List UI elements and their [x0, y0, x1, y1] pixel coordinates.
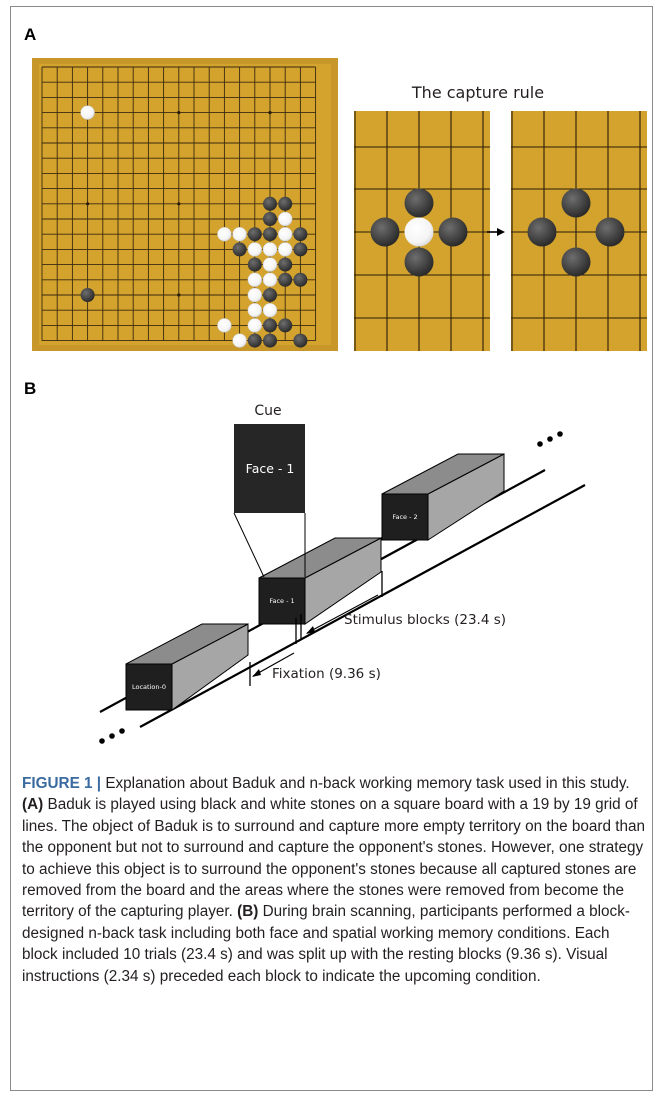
ellipsis-end-icon [537, 431, 563, 447]
white-stone [262, 303, 278, 318]
star-point [268, 111, 272, 115]
caption-intro: Explanation about Baduk and n-back worki… [101, 775, 630, 792]
white-stone [262, 242, 278, 257]
capture-after-stones [527, 188, 625, 277]
white-stone [80, 105, 95, 120]
white-stone [232, 333, 247, 348]
go-board [32, 58, 338, 351]
capture-rule-before [354, 111, 490, 351]
black-stone [263, 288, 277, 302]
black-stone [561, 188, 591, 218]
white-stone [247, 242, 263, 257]
panel-a-label: A [24, 25, 36, 44]
white-stone [262, 272, 278, 287]
block-face-1: Face - 1 [258, 537, 382, 625]
black-stone [278, 318, 293, 333]
white-stone [247, 318, 263, 333]
black-stone [278, 257, 293, 272]
black-stone [263, 318, 277, 333]
black-stone [263, 333, 277, 348]
cue-callout: Cue Face - 1 [233, 403, 306, 578]
star-point [86, 202, 90, 206]
black-stone [232, 242, 247, 257]
white-stone [217, 226, 232, 242]
black-stone [438, 217, 468, 247]
fixation-label: Fixation (9.36 s) [272, 666, 381, 682]
white-stone [262, 257, 278, 272]
white-stone [278, 211, 293, 227]
black-stone [370, 217, 400, 247]
star-point [177, 111, 181, 115]
black-stone [247, 333, 262, 348]
black-stone [263, 196, 277, 211]
caption-head: FIGURE 1 | [22, 775, 102, 792]
block-label-location-0: Location-0 [132, 683, 166, 691]
caption-a-label: (A) [22, 796, 44, 814]
white-stone [278, 242, 293, 257]
caption-b-label: (B) [237, 903, 259, 921]
block-label-face-2: Face - 2 [392, 513, 417, 521]
star-point [177, 293, 181, 297]
white-stone [232, 226, 247, 242]
ellipsis-start-icon [99, 728, 125, 744]
panel-b-label: B [24, 379, 36, 398]
black-stone [278, 196, 293, 211]
block-face-2: Face - 2 [381, 453, 505, 541]
black-stone [263, 212, 277, 226]
black-stone [80, 288, 95, 302]
white-stone [278, 226, 293, 242]
black-stone [404, 247, 434, 277]
white-stone [247, 303, 263, 318]
figure-caption: FIGURE 1 | Explanation about Baduk and n… [22, 773, 646, 987]
figure-frame [10, 6, 653, 1091]
capture-before-stones [370, 188, 468, 277]
black-stone [293, 242, 308, 257]
black-stone [404, 188, 434, 218]
black-stone [293, 227, 308, 242]
block-location-0: Location-0 [125, 623, 249, 711]
caption-a-text: Baduk is played using black and white st… [22, 796, 645, 921]
black-stone [293, 333, 308, 348]
cue-text: Face - 1 [246, 461, 295, 476]
interval-markers [249, 571, 383, 686]
capture-arrow-icon [487, 228, 505, 236]
stimulus-interval-arrow: Stimulus blocks (23.4 s) [306, 594, 506, 634]
black-stone [263, 227, 277, 242]
black-stone [247, 227, 262, 242]
block-label-face-1: Face - 1 [269, 597, 294, 605]
board-stones [80, 105, 308, 348]
black-stone [527, 217, 557, 247]
caption-b-text: During brain scanning, participants perf… [22, 903, 630, 985]
capture-rule-title: The capture rule [411, 83, 544, 102]
capture-rule-after [511, 111, 647, 351]
black-stone [278, 272, 293, 287]
star-point [177, 202, 181, 206]
white-stone [247, 272, 263, 287]
stimulus-label: Stimulus blocks (23.4 s) [344, 612, 506, 628]
black-stone [247, 257, 262, 272]
cue-title: Cue [254, 403, 281, 419]
black-stone [561, 247, 591, 277]
white-stone [247, 287, 263, 303]
white-stone [217, 318, 232, 333]
fixation-interval-arrow: Fixation (9.36 s) [252, 652, 381, 682]
black-stone [293, 272, 308, 287]
white-stone [404, 217, 434, 247]
black-stone [595, 217, 625, 247]
figure-graphic: A The capture rule B [24, 25, 647, 744]
